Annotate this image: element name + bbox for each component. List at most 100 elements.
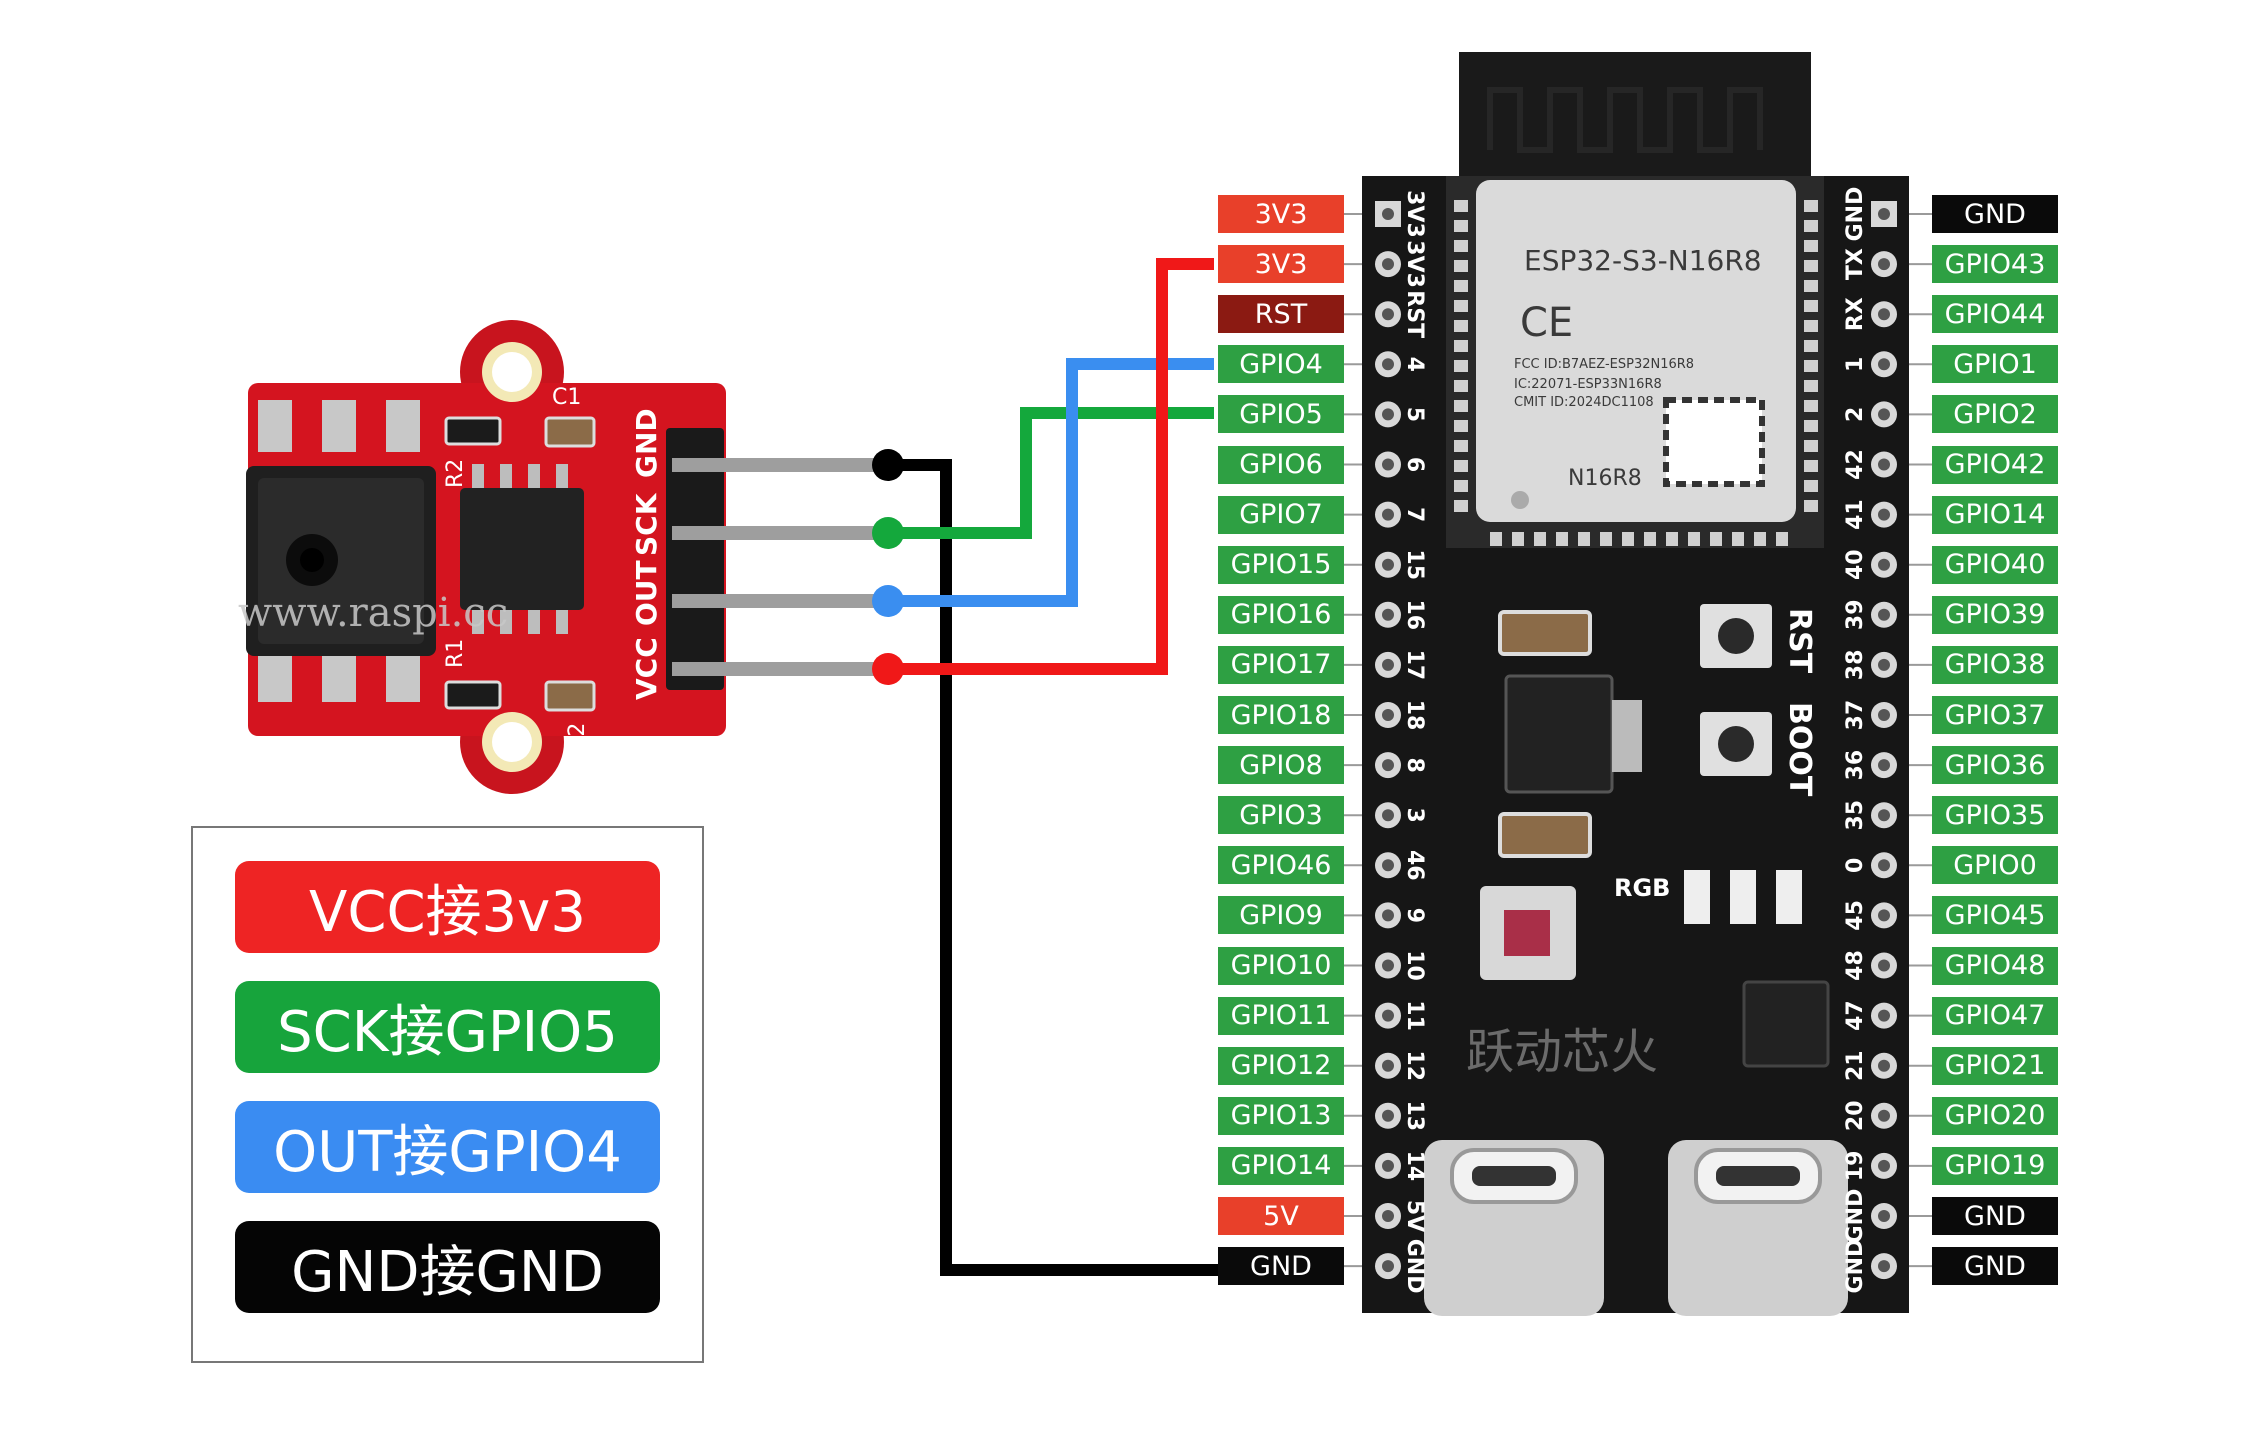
module-pad xyxy=(1776,532,1788,546)
left-pin-label: 3V3 xyxy=(1218,245,1344,284)
watermark: www.raspi.cc xyxy=(238,590,508,636)
right-pin-label: GND xyxy=(1932,195,2058,233)
cert-line-1: FCC ID:B7AEZ-ESP32N16R8 xyxy=(1514,357,1694,372)
right-pin-hole-center xyxy=(1878,458,1890,471)
module-pad xyxy=(1454,340,1468,352)
left-pin-label: GPIO46 xyxy=(1218,846,1344,885)
esp32-board: ESP32-S3-N16R8 CE FCC ID:B7AEZ-ESP32N16R… xyxy=(1362,52,1909,1316)
wire-end-gnd xyxy=(872,449,904,481)
right-pin-hole-center xyxy=(1878,1009,1890,1022)
pressure-sensor-chip xyxy=(246,400,436,702)
left-pin-hole-center xyxy=(1382,859,1394,872)
left-pin-hole-center xyxy=(1382,1009,1394,1022)
left-pin-hole-center xyxy=(1382,759,1394,772)
right-pin-label: GPIO39 xyxy=(1932,595,2058,634)
right-pin-label: GPIO20 xyxy=(1932,1096,2058,1135)
legend-box: VCC接3v3 SCK接GPIO5 OUT接GPIO4 GND接GND xyxy=(191,826,704,1363)
module-pad xyxy=(1454,240,1468,252)
wire-end-vcc xyxy=(872,653,904,685)
right-pin-hole-center xyxy=(1878,859,1890,872)
right-silk-label: 21 xyxy=(1843,1050,1868,1081)
right-silk-label: 37 xyxy=(1843,700,1868,731)
module-pad xyxy=(1600,532,1612,546)
right-silk-label: 48 xyxy=(1843,950,1868,981)
right-pin-label: GPIO35 xyxy=(1932,796,2058,835)
silk-c2: C2 xyxy=(565,723,590,752)
left-pin-label: GPIO5 xyxy=(1218,395,1344,434)
right-pin-hole-center xyxy=(1878,308,1890,321)
right-pin-hole-center xyxy=(1878,1059,1890,1072)
left-pin-hole-center xyxy=(1382,308,1394,321)
right-pin-hole-center xyxy=(1878,508,1890,521)
right-silk-label: TX xyxy=(1843,248,1868,280)
silk-r2: R2 xyxy=(443,459,468,488)
wire-end-sck xyxy=(872,517,904,549)
left-pin-label: GPIO4 xyxy=(1218,345,1344,384)
cert-line-3: CMIT ID:2024DC1108 xyxy=(1514,395,1654,410)
left-pin-hole-center xyxy=(1382,658,1394,671)
right-pin-hole-center xyxy=(1878,208,1890,220)
right-pin-hole-center xyxy=(1878,759,1890,772)
right-silk-label: GND xyxy=(1843,1239,1868,1294)
right-pin-hole-center xyxy=(1878,258,1890,271)
right-silk-label: 40 xyxy=(1843,549,1868,580)
right-silk-label: 35 xyxy=(1843,800,1868,831)
left-pin-hole-center xyxy=(1382,809,1394,822)
left-pin-label: RST xyxy=(1218,295,1344,334)
module-pad xyxy=(1454,500,1468,512)
left-silk-label: 5 xyxy=(1402,407,1427,422)
module-pin1-dot xyxy=(1511,491,1529,509)
left-silk-label: 16 xyxy=(1402,599,1427,630)
module-pad xyxy=(1556,532,1568,546)
left-silk-label: 4 xyxy=(1402,357,1427,372)
antenna-trace-icon xyxy=(1487,87,1763,153)
right-pin-label: GND xyxy=(1932,1247,2058,1286)
smd-cap-bottom xyxy=(1498,812,1592,858)
left-pin-label: GPIO15 xyxy=(1218,545,1344,584)
module-pad xyxy=(1804,200,1818,212)
wires xyxy=(872,258,1218,1276)
module-pad xyxy=(1454,320,1468,332)
status-led-3 xyxy=(1776,870,1802,924)
left-pin-hole-center xyxy=(1382,1059,1394,1072)
left-pin-hole-center xyxy=(1382,408,1394,421)
brand-label: 跃动芯火 xyxy=(1466,1024,1658,1080)
left-pin-hole-center xyxy=(1382,1159,1394,1172)
module-pad xyxy=(1804,320,1818,332)
left-pin-hole-center xyxy=(1382,508,1394,521)
right-pin-hole-center xyxy=(1878,809,1890,822)
right-silk-label: 47 xyxy=(1843,1000,1868,1031)
right-silk-label: 2 xyxy=(1843,407,1868,422)
legend-vcc: VCC接3v3 xyxy=(235,861,660,953)
module-pad xyxy=(1454,480,1468,492)
module-pad xyxy=(1454,420,1468,432)
left-pin-hole-center xyxy=(1382,1260,1394,1273)
left-pin-label: GPIO17 xyxy=(1218,645,1344,684)
left-silk-label: RST xyxy=(1402,290,1427,338)
right-silk-label: 19 xyxy=(1843,1151,1868,1182)
right-silk-label: 41 xyxy=(1843,499,1868,530)
right-pin-hole-center xyxy=(1878,658,1890,671)
module-pad xyxy=(1454,220,1468,232)
right-silk-label: 0 xyxy=(1843,858,1868,873)
left-pin-label: GPIO9 xyxy=(1218,896,1344,935)
left-header: 3V33V3RST4567151617188346910111213145VGN… xyxy=(1375,190,1427,1293)
right-pin-label: GPIO43 xyxy=(1932,245,2058,284)
module-pad xyxy=(1710,532,1722,546)
silk-boot: BOOT xyxy=(1782,702,1817,797)
module-pads xyxy=(1454,200,1818,546)
right-pin-label: GPIO2 xyxy=(1932,395,2058,434)
right-silk-label: 1 xyxy=(1843,357,1868,372)
left-pin-label: GPIO10 xyxy=(1218,946,1344,985)
silk-pin-out: OUT xyxy=(630,560,663,626)
right-pin-hole-center xyxy=(1878,909,1890,922)
right-pin-hole-center xyxy=(1878,1159,1890,1172)
silk-pin-vcc: VCC xyxy=(630,637,663,700)
right-pin-label: GND xyxy=(1932,1197,2058,1235)
status-led-2 xyxy=(1730,870,1756,924)
module-pad xyxy=(1454,380,1468,392)
left-pin-label: GPIO16 xyxy=(1218,595,1344,634)
module-pad xyxy=(1454,300,1468,312)
silk-rgb: RGB xyxy=(1614,874,1670,902)
